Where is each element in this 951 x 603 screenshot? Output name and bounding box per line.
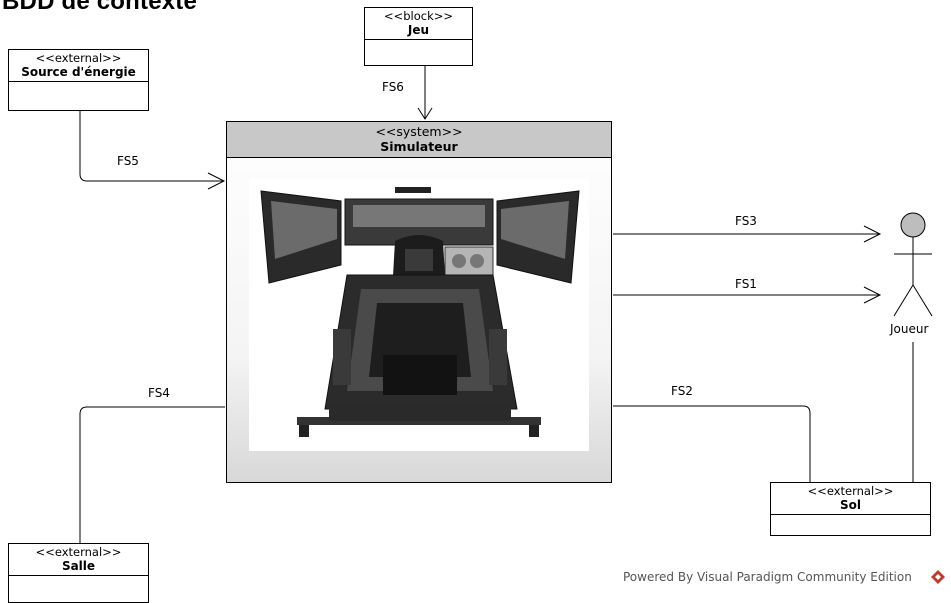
system-stereotype: <<system>> [375, 124, 463, 139]
page-title: BDD de contexte [2, 0, 198, 15]
flow-label-fs5: FS5 [117, 154, 139, 168]
flow-label-fs1: FS1 [735, 277, 757, 291]
block-jeu[interactable]: <<block>> Jeu [364, 7, 473, 66]
block-sol-stereotype: <<external>> [807, 484, 894, 498]
block-sol[interactable]: <<external>> Sol [770, 482, 931, 536]
system-simulateur[interactable]: <<system>> Simulateur [226, 121, 612, 483]
flow-label-fs6: FS6 [382, 80, 404, 94]
visual-paradigm-logo-icon [931, 570, 945, 584]
block-sol-name: Sol [840, 498, 861, 512]
flow-fs6-arrow [417, 107, 433, 120]
block-salle[interactable]: <<external>> Salle [8, 543, 149, 603]
flow-label-fs4: FS4 [148, 386, 170, 400]
flow-fs4-line [79, 406, 225, 543]
block-salle-name: Salle [61, 559, 96, 573]
flow-fs1-arrow [863, 286, 882, 304]
block-jeu-stereotype: <<block>> [383, 9, 454, 23]
flow-fs3-arrow [863, 225, 882, 243]
block-source-stereotype: <<external>> [35, 51, 122, 65]
system-header: <<system>> Simulateur [227, 122, 611, 158]
actor-figure [893, 212, 933, 317]
flow-label-fs3: FS3 [735, 214, 757, 228]
block-source-energie[interactable]: <<external>> Source d'énergie [8, 49, 149, 111]
flow-fs5-line [79, 111, 224, 182]
block-salle-stereotype: <<external>> [35, 545, 122, 559]
flow-fs2-line [613, 405, 811, 482]
flow-fs5-arrow [207, 172, 226, 190]
simulator-rig-image [249, 179, 589, 451]
block-jeu-name: Jeu [407, 23, 430, 37]
actor-joueur-label: Joueur [890, 322, 929, 336]
block-source-name: Source d'énergie [21, 65, 136, 79]
system-name: Simulateur [380, 139, 458, 154]
flow-label-fs2: FS2 [671, 384, 693, 398]
footer-credit: Powered By Visual Paradigm Community Edi… [623, 570, 912, 584]
